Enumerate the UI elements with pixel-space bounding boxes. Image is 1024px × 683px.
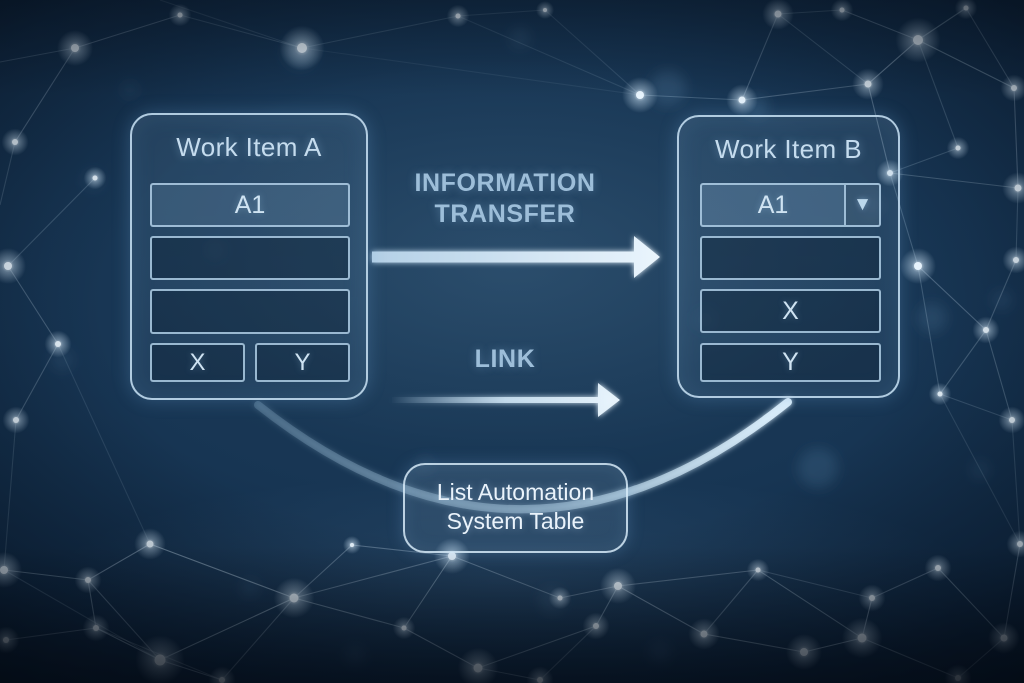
work-item-a-card: Work Item A A1 X Y (130, 113, 368, 400)
curved-link-connector (254, 398, 792, 514)
card-b-field-y: Y (700, 343, 881, 382)
card-a-field-empty-2 (150, 289, 350, 334)
link-label: LINK (474, 345, 536, 373)
card-a-field-empty-1 (150, 236, 350, 280)
work-item-b-title: Work Item B (715, 134, 862, 164)
card-a-field-y: Y (255, 343, 350, 382)
information-transfer-label: INFORMATION TRANSFER (414, 169, 596, 228)
card-b-field-empty (700, 236, 881, 280)
link-arrow (392, 383, 620, 417)
note-box: List Automation System Table (403, 463, 628, 553)
dropdown-button[interactable]: ▼ (844, 185, 879, 225)
card-b-field-x: X (700, 289, 881, 333)
dropdown-value: A1 (757, 190, 789, 219)
card-b-field-a1-dropdown: A1 ▼ (700, 183, 881, 227)
card-a-field-a1: A1 (150, 183, 350, 227)
work-item-a-title: Work Item A (176, 132, 322, 162)
note-box-label: List Automation System Table (436, 479, 595, 534)
card-a-field-x: X (150, 343, 245, 382)
dropdown-arrow-icon: ▼ (853, 194, 872, 215)
information-transfer-arrow (372, 236, 660, 278)
work-item-b-card: Work Item B A1 ▼ X Y (677, 115, 900, 398)
